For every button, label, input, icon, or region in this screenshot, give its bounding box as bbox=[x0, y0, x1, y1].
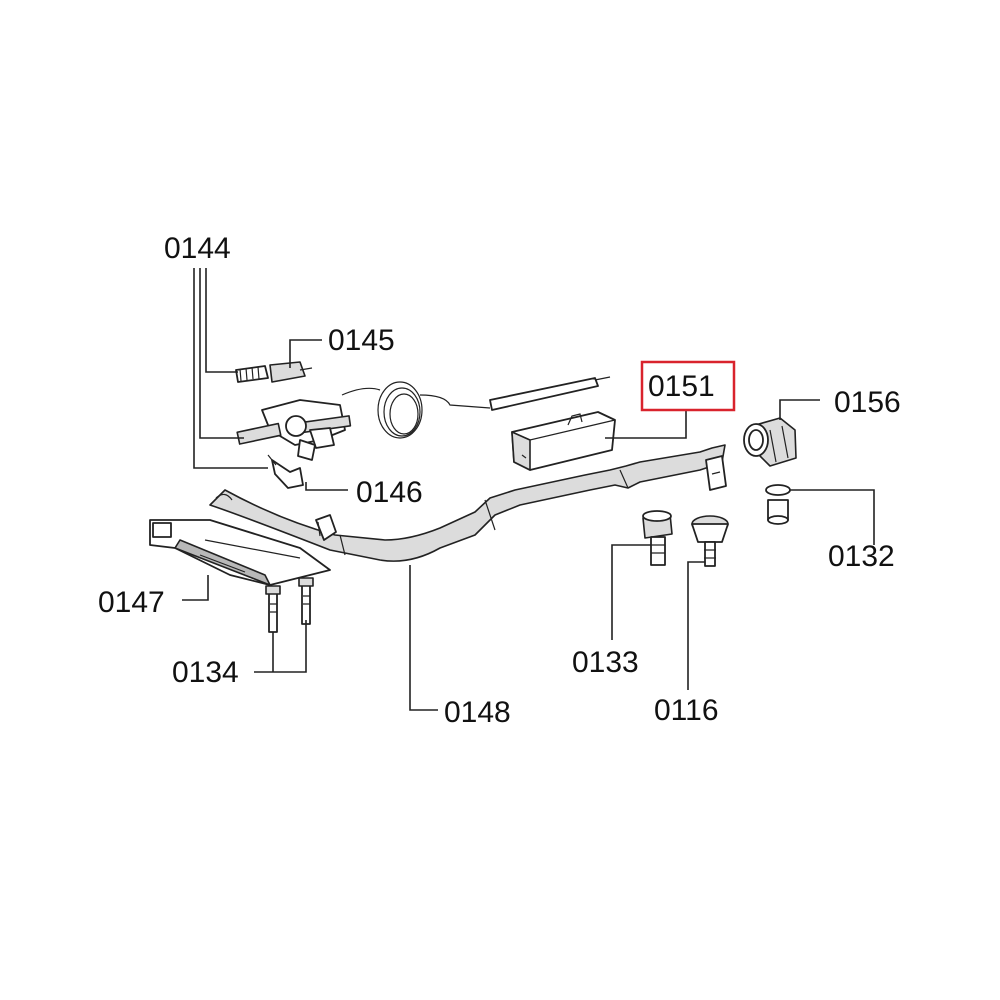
thermostat-capillary bbox=[341, 376, 611, 439]
elbow-fitting-0156 bbox=[743, 417, 797, 467]
label-0148: 0148 bbox=[444, 696, 511, 729]
label-0151: 0151 bbox=[648, 370, 715, 403]
label-0146: 0146 bbox=[356, 476, 423, 509]
label-0134: 0134 bbox=[172, 656, 239, 689]
label-0144: 0144 bbox=[164, 232, 231, 265]
leader-lines bbox=[182, 268, 875, 711]
label-0133: 0133 bbox=[572, 646, 639, 679]
label-0132: 0132 bbox=[828, 540, 895, 573]
highlight-box bbox=[640, 360, 736, 412]
tube-clip bbox=[705, 455, 727, 491]
label-0156: 0156 bbox=[834, 386, 901, 419]
label-0147: 0147 bbox=[98, 586, 165, 619]
clip-0146 bbox=[267, 454, 304, 489]
gas-tube-0148 bbox=[209, 444, 726, 562]
label-0116: 0116 bbox=[654, 694, 719, 727]
ignition-electrode-0145 bbox=[235, 361, 313, 383]
nozzle-0116 bbox=[691, 515, 729, 567]
label-0145: 0145 bbox=[328, 324, 395, 357]
bolt-0133 bbox=[642, 510, 673, 566]
thermocouple-assembly-0144 bbox=[236, 399, 352, 461]
washer-0132 bbox=[765, 484, 791, 525]
burner-bracket-0147 bbox=[149, 514, 337, 586]
igniter-box-0151 bbox=[511, 411, 616, 471]
